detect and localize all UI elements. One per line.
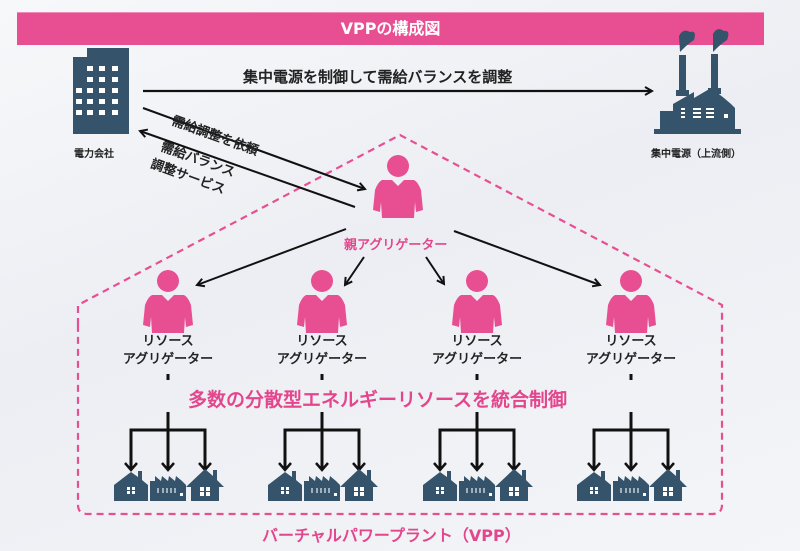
factory-icon [654, 29, 741, 134]
vpp-boundary [76, 133, 724, 516]
parent-aggregator-label: 親アグリゲーター [344, 238, 448, 253]
resource-aggregator-4-label: リソース アグリゲーター [576, 333, 686, 369]
resource-aggregator-2-person-icon [297, 270, 347, 333]
tree-arrowhead [587, 462, 601, 472]
factory-icon [459, 476, 495, 501]
tree-arrowhead [433, 462, 447, 472]
tree-arrowhead [124, 462, 138, 472]
title-bar: VPPの構成図 [17, 12, 764, 45]
resource-aggregator-4-line1: リソース [605, 334, 657, 349]
service-arrow [140, 131, 356, 208]
page-title: VPPの構成図 [340, 19, 441, 38]
tree-arrowhead [624, 462, 638, 472]
parent-to-ra1-arrow [197, 228, 347, 285]
factory-icon [304, 476, 340, 501]
home-icon [186, 469, 224, 501]
resource-aggregator-3-person-icon [452, 270, 502, 333]
vpp-label: バーチャルパワープラント（VPP） [262, 526, 521, 545]
office-building-icon [73, 48, 129, 134]
resource-aggregator-3-label: リソース アグリゲーター [422, 333, 532, 369]
resource-aggregator-3-line1: リソース [451, 334, 503, 349]
resource-aggregator-1-line1: リソース [142, 334, 194, 349]
request-arrow [142, 107, 365, 189]
top-arrow-label: 集中電源を制御して需給バランスを調整 [243, 68, 513, 86]
central-plant-label: 集中電源（上流側） [651, 149, 741, 160]
factory-icon [613, 476, 649, 501]
resource-aggregator-2-line2: アグリゲーター [276, 352, 368, 367]
house-icon [423, 471, 457, 501]
tree-arrowhead [278, 462, 292, 472]
parent-to-ra2-arrow [345, 256, 365, 285]
parent-to-ra4-arrow [453, 230, 600, 285]
house-icon [268, 471, 302, 501]
home-icon [649, 469, 687, 501]
tree-arrowhead [161, 462, 175, 472]
resource-aggregator-4-person-icon [606, 270, 656, 333]
resource-aggregator-2-label: リソース アグリゲーター [267, 333, 377, 369]
distributed-resources-label: 多数の分散型エネルギーリソースを統合制御 [188, 389, 568, 411]
home-icon [340, 469, 378, 501]
resource-aggregator-1-label: リソース アグリゲーター [113, 333, 223, 369]
resource-aggregator-3-line2: アグリゲーター [431, 352, 523, 367]
parent-aggregator-person-icon [373, 155, 423, 218]
tree-arrowhead [470, 462, 484, 472]
parent-to-ra3-arrow [425, 256, 444, 284]
resource-aggregator-4-line2: アグリゲーター [585, 352, 677, 367]
resource-aggregator-2-line1: リソース [296, 334, 348, 349]
home-icon [495, 469, 533, 501]
tree-arrowhead [315, 462, 329, 472]
house-icon [577, 471, 611, 501]
house-icon [114, 471, 148, 501]
factory-icon [150, 476, 186, 501]
resource-aggregator-1-person-icon [143, 270, 193, 333]
power-company-label: 電力会社 [74, 149, 114, 160]
resource-aggregator-1-line2: アグリゲーター [122, 352, 214, 367]
